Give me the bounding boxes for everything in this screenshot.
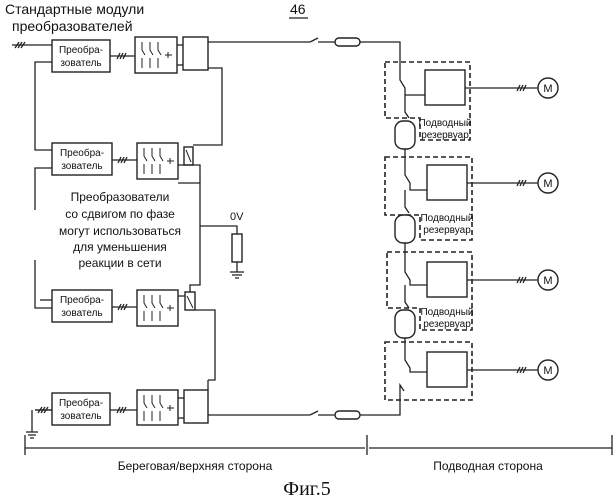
title-line-1: Стандартные модули [5, 1, 144, 17]
motor-label: M [543, 83, 552, 95]
converter-label: Преобра- [60, 147, 104, 159]
subsea-tank [395, 310, 415, 338]
note-line: для уменьшения [73, 240, 167, 254]
subsea-section-label: Подводная сторона [433, 459, 543, 473]
converter-row-2: Преобра- зователь [52, 68, 222, 183]
module-label: резервуар [421, 130, 469, 141]
section-dividers [25, 435, 612, 455]
module-label: Подводный [420, 307, 473, 318]
module-label: Подводный [420, 213, 473, 224]
figure-caption: Фиг.5 [283, 478, 330, 500]
resistor [232, 234, 242, 262]
converter-label: Преобра- [59, 397, 103, 409]
module-label: Подводный [418, 118, 471, 129]
note-line: со сдвигом по фазе [65, 207, 175, 221]
module-label: резервуар [423, 319, 471, 330]
input-lines [12, 42, 52, 438]
converter-label: Преобра- [59, 44, 103, 56]
phase-shift-note: Преобразователи со сдвигом по фазе могут… [59, 190, 181, 270]
reference-number: 46 [290, 1, 306, 17]
motor-label: M [543, 275, 552, 287]
neutral-ground: 0V [200, 211, 244, 278]
converter-label: зователь [60, 411, 101, 422]
note-line: могут использоваться [59, 224, 181, 238]
trunk-cable-top [208, 38, 400, 62]
converter-label: зователь [61, 308, 102, 319]
diode-bridge [184, 390, 208, 423]
zero-volt-label: 0V [230, 211, 244, 223]
converter-row-1: Преобра- зователь [52, 37, 208, 73]
trunk-cable-bottom [208, 398, 400, 419]
subsea-tank [395, 215, 415, 243]
subsea-module-2: Подводный резервуар M [385, 157, 558, 255]
motor-label: M [543, 365, 552, 377]
converter-label: зователь [61, 161, 102, 172]
diode-bridge [183, 37, 208, 70]
converter-row-4: Преобра- зователь [52, 380, 208, 425]
note-line: реакции в сети [78, 256, 161, 270]
converter-label: зователь [60, 58, 101, 69]
converter-label: Преобра- [60, 294, 104, 306]
note-line: Преобразователи [71, 190, 170, 204]
title-line-2: преобразователей [12, 18, 133, 34]
motor-label: M [543, 178, 552, 190]
topside-section-label: Береговая/верхняя сторона [118, 459, 273, 473]
subsea-tank [395, 121, 415, 149]
subsea-module-3: Подводный резервуар M [387, 252, 558, 345]
module-label: резервуар [423, 225, 471, 236]
subsea-module-4: M [385, 342, 558, 400]
subsea-module-1: Подводный резервуар M [385, 62, 558, 160]
